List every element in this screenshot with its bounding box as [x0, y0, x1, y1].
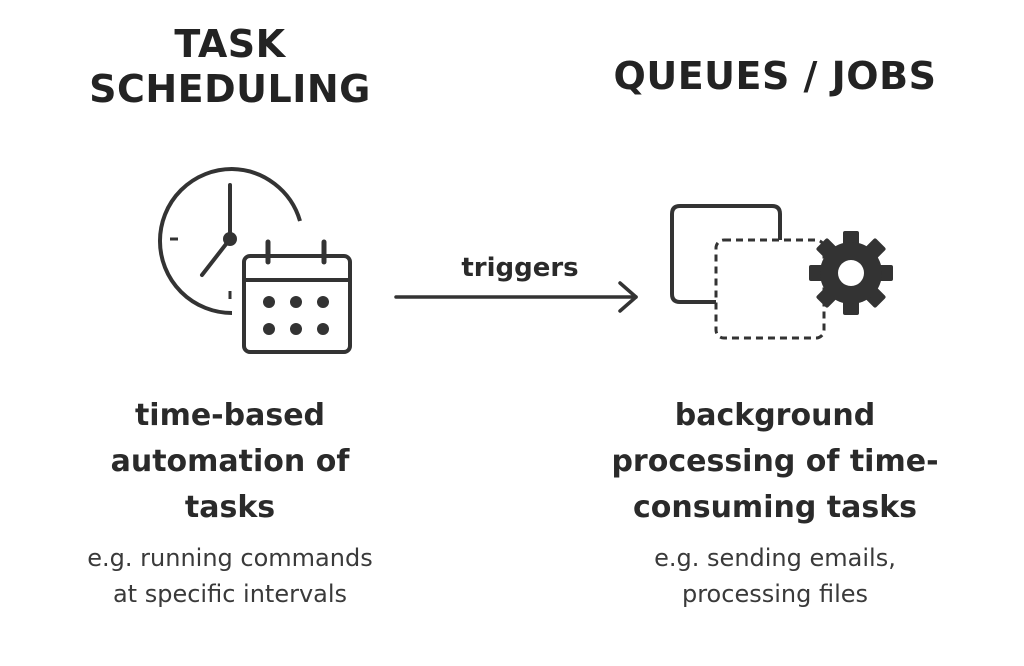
triggers-label: triggers: [461, 253, 579, 283]
example-line: processing files: [681, 580, 869, 608]
queues-jobs-description: background processing of time- consuming…: [580, 393, 970, 531]
title-line: TASK: [174, 22, 286, 66]
example-line: at specific intervals: [112, 580, 348, 608]
description-line: tasks: [184, 490, 276, 525]
task-scheduling-title: TASK SCHEDULING: [60, 22, 400, 112]
example-line: e.g. sending emails,: [654, 544, 896, 572]
queues-jobs-title: QUEUES / JOBS: [580, 54, 970, 99]
queues-jobs-example: e.g. sending emails, processing files: [580, 540, 970, 612]
title-line: SCHEDULING: [89, 67, 371, 111]
description-line: processing of time-: [611, 444, 939, 479]
title-line: QUEUES / JOBS: [613, 54, 937, 98]
description-line: automation of: [110, 444, 350, 479]
task-scheduling-description: time-based automation of tasks: [60, 393, 400, 531]
calendar-icon: [242, 239, 352, 354]
gear-icon: [809, 231, 893, 315]
arrow-right-icon: [394, 281, 638, 313]
example-line: e.g. running commands: [87, 544, 373, 572]
description-line: background: [674, 398, 876, 433]
description-line: time-based: [134, 398, 326, 433]
clock-icon: [158, 167, 302, 315]
description-line: consuming tasks: [632, 490, 918, 525]
task-scheduling-example: e.g. running commands at specific interv…: [60, 540, 400, 612]
